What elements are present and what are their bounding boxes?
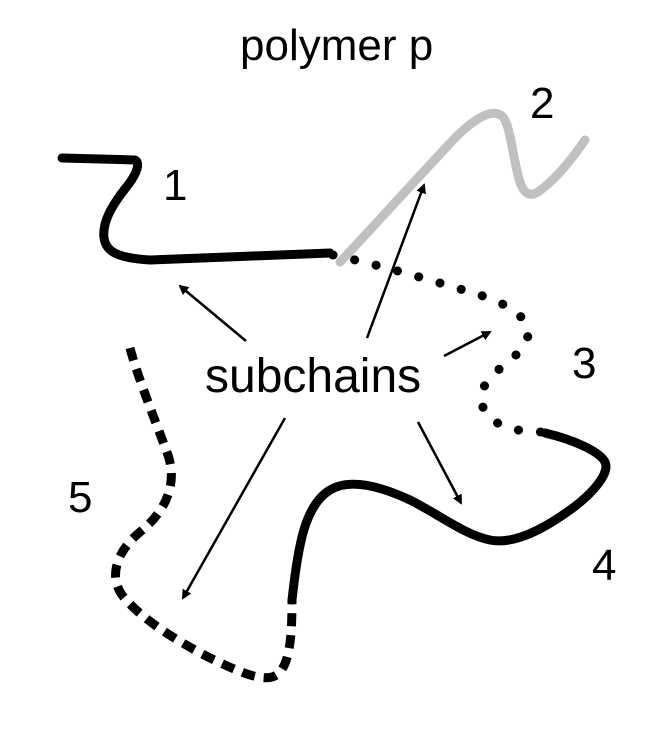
subchain-2-curve (335, 108, 590, 267)
subchain-2-label: 2 (530, 79, 554, 128)
arrow-to-subchain-4 (416, 421, 463, 505)
diagram-title: polymer p (240, 21, 433, 70)
subchain-3-curve (328, 250, 550, 437)
subchain-4-label: 4 (592, 541, 616, 590)
subchain-3-label: 3 (572, 339, 596, 388)
subchain-1-label: 1 (163, 161, 187, 210)
arrow-to-subchain-2 (365, 183, 426, 339)
arrow-to-subchain-5 (181, 417, 287, 600)
arrow-to-subchain-1 (178, 284, 247, 342)
subchains-label: subchains (205, 350, 421, 403)
subchain-4-curve (287, 428, 611, 605)
arrow-to-subchain-3 (443, 330, 492, 358)
subchain-5-curve (111, 346, 297, 683)
subchain-1-curve (57, 153, 335, 265)
subchain-5-label: 5 (68, 473, 92, 522)
